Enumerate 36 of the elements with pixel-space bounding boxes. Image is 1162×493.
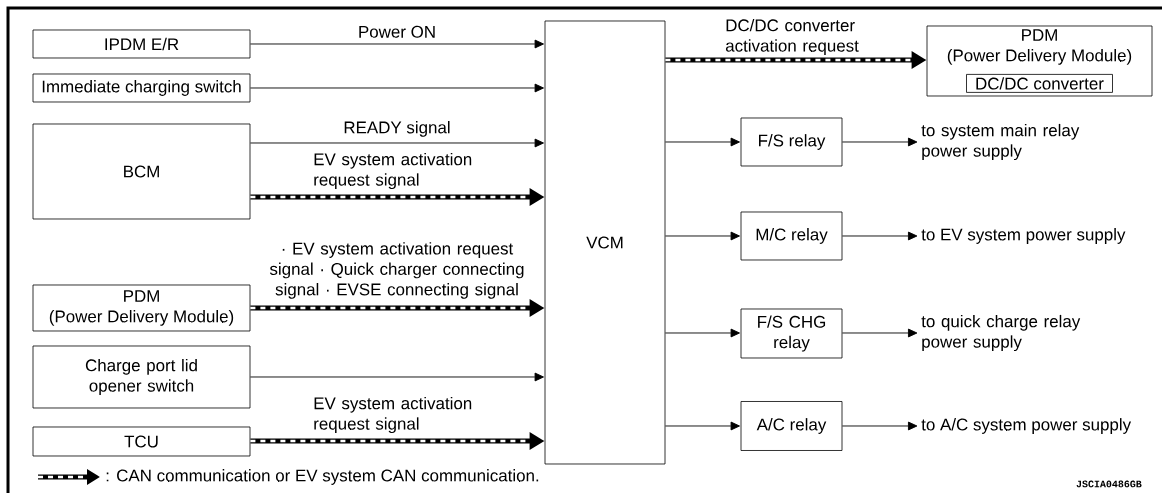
output-text: to quick charge relay power supply: [921, 314, 1081, 352]
module-box: VCM: [544, 20, 666, 465]
arrow: [664, 137, 740, 147]
module-box: BCM: [32, 123, 251, 220]
edge-label: EV system activation request signal: [314, 396, 472, 434]
arrow: [841, 421, 918, 431]
arrow: [841, 231, 918, 241]
legend-text: : CAN communication or EV system CAN communication.: [106, 469, 539, 485]
arrow: [664, 421, 740, 431]
module-box: F/S relay: [740, 117, 843, 167]
module-box: PDM (Power Delivery Module): [32, 284, 251, 332]
edge-label: EV system activation request signal: [314, 152, 472, 190]
module-box: IPDM E/R: [32, 29, 251, 59]
edge-label: READY signal: [344, 121, 450, 137]
arrow: [249, 83, 544, 93]
edge-label: DC/DC converter activation request: [725, 18, 859, 56]
output-text: to A/C system power supply: [921, 418, 1132, 434]
edge-label: Power ON: [359, 25, 435, 38]
arrow: [249, 138, 544, 148]
arrow: [249, 372, 544, 382]
arrow: [841, 328, 918, 338]
module-box: Immediate charging switch: [32, 73, 251, 103]
arrow: [841, 137, 918, 147]
edge-label: · EV system activation request signal · Quick charger connecting signal · EVSE connecting signal: [269, 242, 524, 299]
arrow: [664, 328, 740, 338]
module-box: TCU: [32, 426, 251, 457]
module-box: F/S CHG relay: [740, 308, 843, 359]
figure-code: JSCIA0486GB: [1076, 480, 1142, 488]
output-text: to system main relay power supply: [921, 123, 1080, 161]
component-box: DC/DC converter: [966, 74, 1113, 93]
module-box: M/C relay: [740, 211, 843, 261]
module-box: Charge port lid opener switch: [32, 345, 251, 409]
arrow: [664, 231, 740, 241]
arrow: [249, 39, 544, 49]
module-box: A/C relay: [740, 401, 843, 451]
output-text: to EV system power supply: [921, 228, 1126, 244]
